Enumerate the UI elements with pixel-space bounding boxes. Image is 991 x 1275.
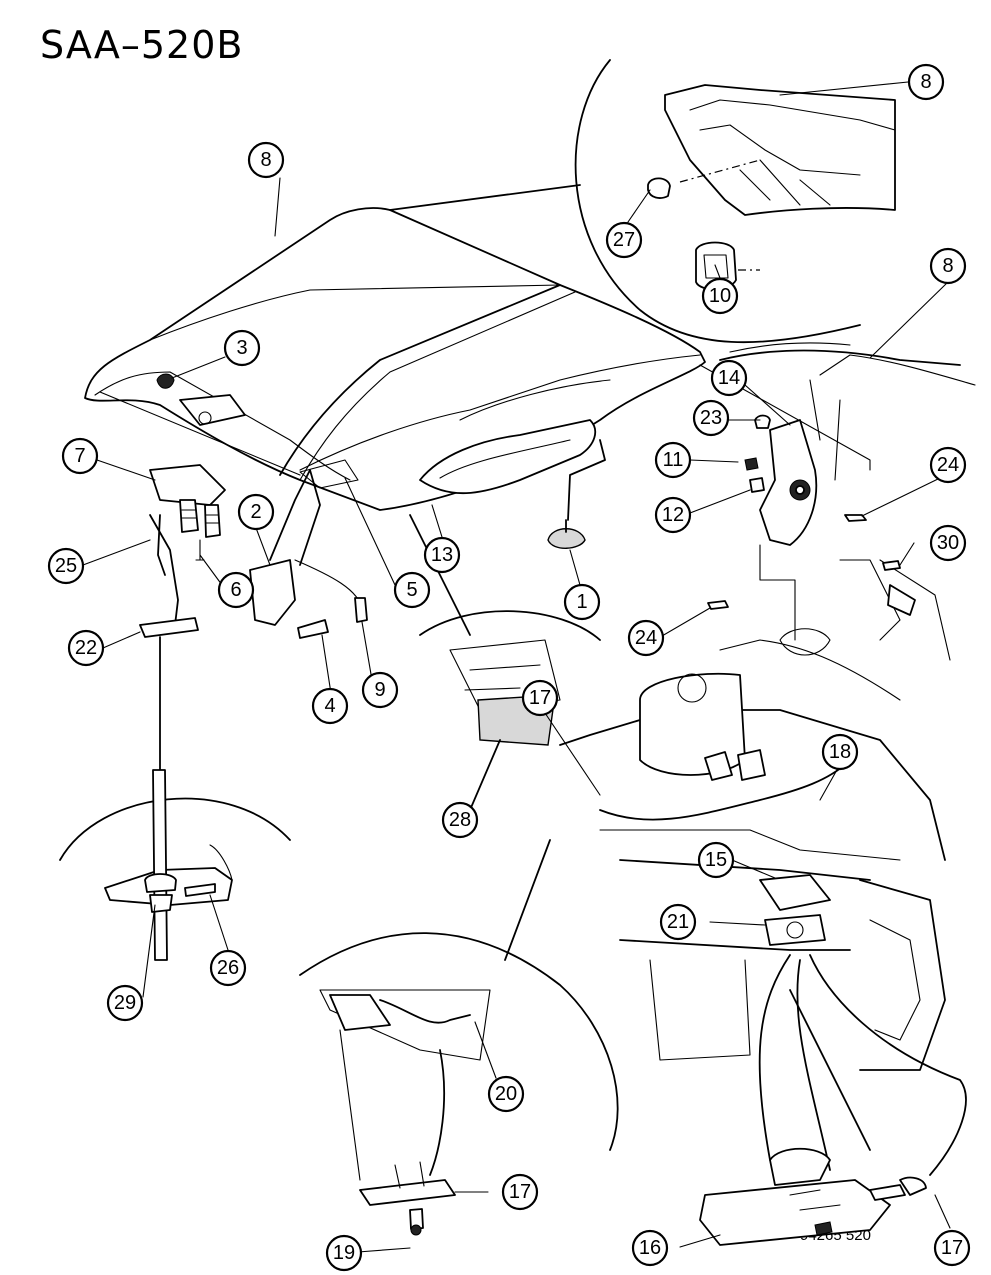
callout: 5	[393, 571, 431, 609]
svg-text:26: 26	[217, 957, 239, 979]
callout: 21	[659, 903, 697, 941]
callout: 7	[61, 437, 99, 475]
callout: 17	[933, 1229, 971, 1267]
callout: 8	[247, 141, 285, 179]
svg-text:16: 16	[639, 1237, 661, 1259]
svg-text:20: 20	[495, 1083, 517, 1105]
svg-text:21: 21	[667, 911, 689, 933]
svg-text:11: 11	[663, 449, 684, 471]
svg-text:13: 13	[431, 544, 453, 566]
hood-seal-detail	[389, 59, 896, 344]
svg-text:27: 27	[613, 229, 635, 251]
svg-text:15: 15	[705, 849, 727, 871]
svg-text:6: 6	[230, 579, 241, 601]
svg-text:23: 23	[700, 407, 722, 429]
callout-bubbles: 8 8 8 27 10 3 7 2 25 6 5 13 1 22 4 9 14 …	[47, 63, 971, 1272]
callout: 1	[563, 583, 601, 621]
svg-text:22: 22	[75, 637, 97, 659]
callout: 16	[631, 1229, 669, 1267]
callout: 23	[692, 399, 730, 437]
svg-text:9: 9	[374, 679, 385, 701]
callout: 4	[311, 687, 349, 725]
hinge-mounting-area	[699, 342, 976, 701]
svg-text:3: 3	[236, 337, 247, 359]
hood-hinge	[249, 469, 368, 639]
svg-text:1: 1	[576, 591, 587, 613]
release-lever-detail	[299, 839, 619, 1236]
svg-text:29: 29	[114, 992, 136, 1014]
callout: 17	[521, 679, 559, 717]
svg-text:24: 24	[937, 454, 959, 476]
svg-text:12: 12	[662, 504, 684, 526]
svg-text:14: 14	[718, 367, 740, 389]
callout: 14	[710, 359, 748, 397]
callout: 18	[821, 733, 859, 771]
svg-text:8: 8	[260, 149, 271, 171]
svg-text:8: 8	[920, 71, 931, 93]
svg-text:7: 7	[74, 445, 85, 467]
callout: 13	[423, 536, 461, 574]
leader-lines	[82, 81, 951, 1253]
callout: 22	[67, 629, 105, 667]
callout: 24	[627, 619, 665, 657]
svg-text:25: 25	[55, 555, 77, 577]
svg-text:30: 30	[937, 532, 959, 554]
hood-bumper	[547, 439, 606, 549]
callout: 27	[605, 221, 643, 259]
callout: 6	[217, 571, 255, 609]
callout: 29	[106, 984, 144, 1022]
svg-text:8: 8	[942, 255, 953, 277]
svg-text:24: 24	[635, 627, 657, 649]
callout: 25	[47, 547, 85, 585]
callout: 2	[237, 493, 275, 531]
callout: 19	[325, 1234, 363, 1272]
callout: 17	[501, 1173, 539, 1211]
svg-text:18: 18	[829, 741, 851, 763]
diagram-title: SAA–520B	[40, 23, 243, 67]
hood-panel	[84, 207, 706, 511]
svg-text:2: 2	[250, 501, 261, 523]
callout: 30	[929, 524, 967, 562]
svg-text:17: 17	[529, 687, 551, 709]
svg-text:28: 28	[449, 809, 471, 831]
callout: 9	[361, 671, 399, 709]
callout: 11	[654, 441, 692, 479]
svg-text:4: 4	[324, 695, 335, 717]
callout: 8	[929, 247, 967, 285]
callout: 20	[487, 1075, 525, 1113]
svg-text:17: 17	[509, 1181, 531, 1203]
callout: 3	[223, 329, 261, 367]
cable-grommet-detail	[59, 769, 291, 961]
callout: 24	[929, 446, 967, 484]
svg-text:17: 17	[941, 1237, 963, 1259]
insulator-clip	[156, 373, 175, 389]
callout: 12	[654, 496, 692, 534]
hood-latch-striker	[139, 464, 226, 846]
svg-text:19: 19	[333, 1242, 355, 1264]
svg-text:5: 5	[406, 579, 417, 601]
callout: 28	[441, 801, 479, 839]
svg-text:10: 10	[709, 285, 731, 307]
engine-compartment	[559, 672, 967, 1246]
callout: 15	[697, 841, 735, 879]
callout: 26	[209, 949, 247, 987]
callout: 10	[701, 277, 739, 315]
callout: 8	[907, 63, 945, 101]
